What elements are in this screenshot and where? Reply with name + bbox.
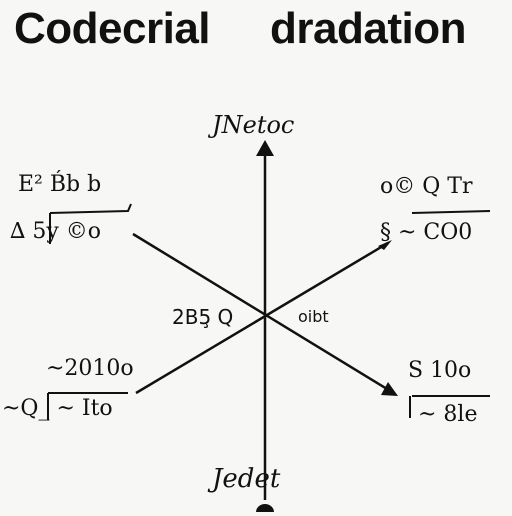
diagonal-arrowhead-upper-right <box>378 240 392 250</box>
label-center-right: oibt <box>298 307 329 326</box>
label-lower-left-1: ~2010o <box>46 356 134 381</box>
label-upper-left-1: E² B́b b <box>18 172 102 197</box>
label-top: JNetoc <box>212 111 295 139</box>
upper-right-underline <box>411 210 491 214</box>
label-upper-right-1: o© Q Tr <box>380 174 473 199</box>
label-upper-right-2: § ~ CO0 <box>380 220 473 245</box>
label-lower-right-2: ~ 8le <box>418 402 478 427</box>
label-upper-left-2: ∆ 5y ©o <box>10 219 102 244</box>
diagonal-arrowhead-lower-right <box>381 382 398 396</box>
bottom-blob <box>256 504 274 516</box>
label-lower-right-1: S 10o <box>408 358 472 383</box>
vertical-axis-arrowhead <box>256 140 274 156</box>
label-bottom: Jedet <box>212 464 281 494</box>
upper-left-underline <box>49 203 132 214</box>
title-word-2: dradation <box>270 4 466 53</box>
label-lower-left-2: ~Q_ ~ Ito <box>2 396 113 421</box>
diagonal-line-ascending <box>135 241 389 395</box>
diagonal-line-descending <box>132 232 388 391</box>
title-word-1: Codecrial <box>14 4 211 53</box>
label-center-left: 2B5̧ Q <box>172 305 234 329</box>
